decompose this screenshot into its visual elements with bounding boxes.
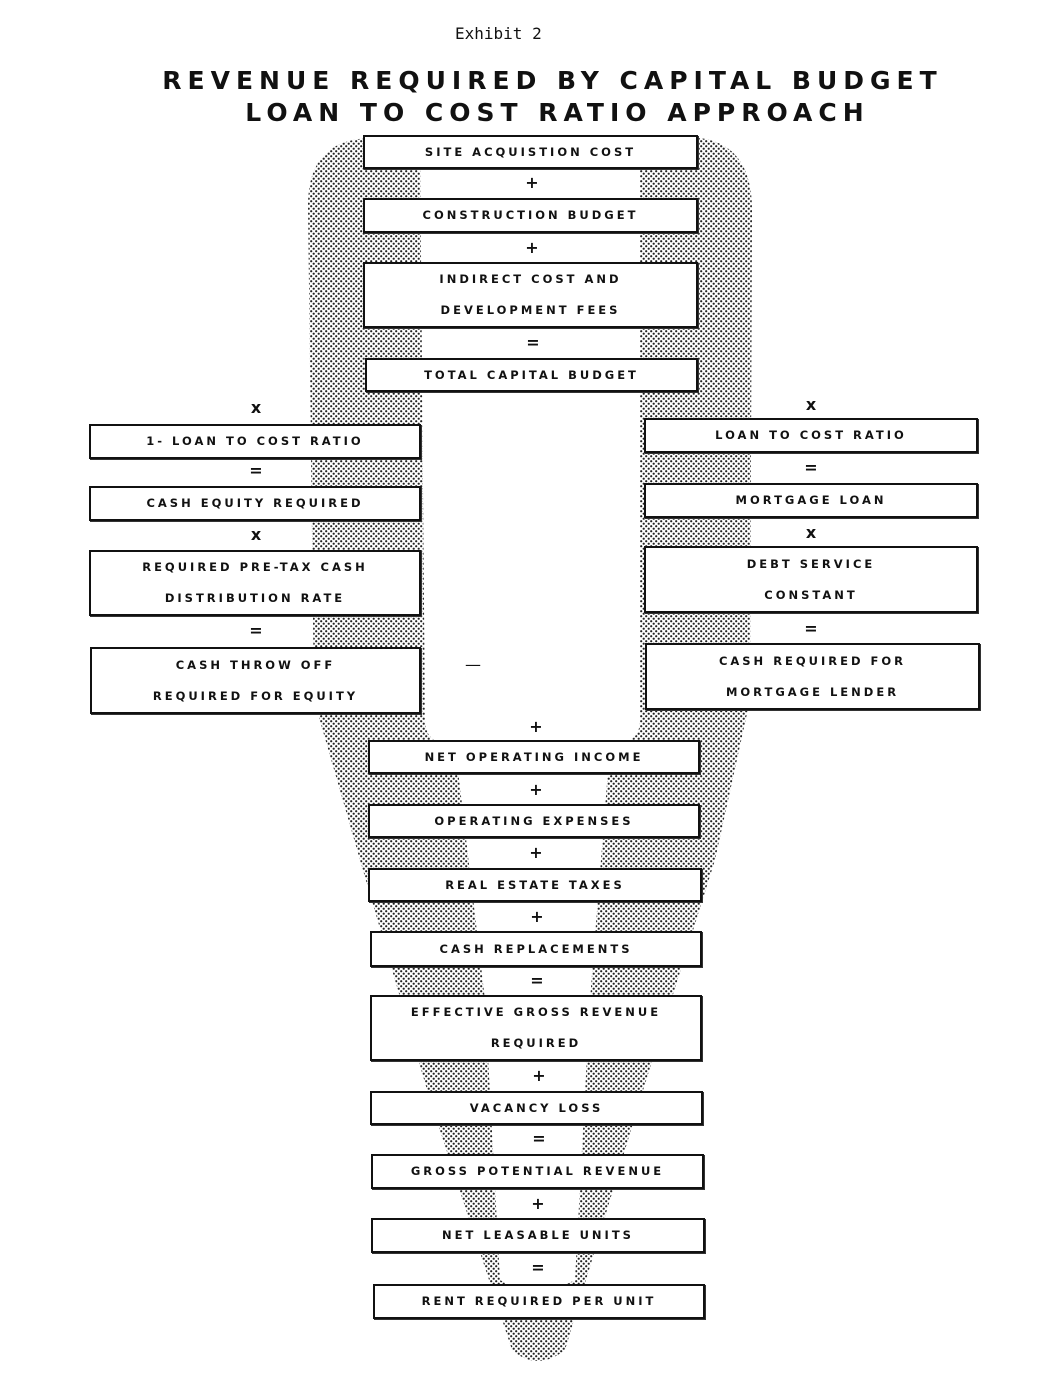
box-label: 1- LOAN TO COST RATIO <box>146 434 364 448</box>
equals-operator: = <box>532 1129 546 1148</box>
box-label: MORTGAGE LOAN <box>735 493 887 507</box>
box-label: VACANCY LOSS <box>469 1100 604 1115</box>
box-cash-replacements: CASH REPLACEMENTS <box>370 931 702 967</box>
box-label: DEBT SERVICE <box>746 556 876 571</box>
plus-operator: + <box>532 1066 546 1085</box>
multiply-operator: x <box>805 395 817 414</box>
box-label: DISTRIBUTION RATE <box>164 591 346 605</box>
multiply-operator: x <box>250 398 262 417</box>
box-effective-gross-revenue: EFFECTIVE GROSS REVENUE REQUIRED <box>370 995 702 1061</box>
equals-operator: = <box>249 621 263 640</box>
box-label: REQUIRED FOR EQUITY <box>152 688 359 703</box>
box-label: GROSS POTENTIAL REVENUE <box>410 1164 665 1178</box>
box-net-leasable-units: NET LEASABLE UNITS <box>371 1218 705 1253</box>
minus-operator: — <box>465 655 481 674</box>
box-label: DEVELOPMENT FEES <box>440 303 621 317</box>
title-line-2: LOAN TO COST RATIO APPROACH <box>245 98 870 127</box>
box-label: NET OPERATING INCOME <box>424 749 644 764</box>
box-label: MORTGAGE LENDER <box>725 684 900 699</box>
box-label: SITE ACQUISTION COST <box>424 144 637 159</box>
multiply-operator: x <box>250 525 262 544</box>
box-label: CASH EQUITY REQUIRED <box>146 496 364 510</box>
box-one-minus-ltc-ratio: 1- LOAN TO COST RATIO <box>89 424 421 459</box>
box-construction-budget: CONSTRUCTION BUDGET <box>363 198 698 233</box>
box-label: REAL ESTATE TAXES <box>445 877 625 892</box>
box-label: INDIRECT COST AND <box>439 272 622 286</box>
equals-operator: = <box>804 619 818 638</box>
multiply-operator: x <box>805 523 817 542</box>
box-cash-equity-required: CASH EQUITY REQUIRED <box>89 486 421 521</box>
box-vacancy-loss: VACANCY LOSS <box>370 1091 703 1125</box>
box-debt-service-constant: DEBT SERVICE CONSTANT <box>644 546 978 613</box>
exhibit-label: Exhibit 2 <box>455 24 542 43</box>
plus-operator: + <box>529 843 543 862</box>
box-cash-throw-off: CASH THROW OFF REQUIRED FOR EQUITY <box>90 647 421 714</box>
box-site-acquisition-cost: SITE ACQUISTION COST <box>363 135 698 169</box>
box-label: EFFECTIVE GROSS REVENUE <box>410 1005 662 1019</box>
box-label: LOAN TO COST RATIO <box>715 428 907 442</box>
equals-operator: = <box>804 458 818 477</box>
equals-operator: = <box>526 333 540 352</box>
equals-operator: = <box>249 461 263 480</box>
title-line-1: REVENUE REQUIRED BY CAPITAL BUDGET <box>162 66 943 95</box>
box-indirect-cost: INDIRECT COST AND DEVELOPMENT FEES <box>363 262 698 328</box>
box-real-estate-taxes: REAL ESTATE TAXES <box>368 868 702 902</box>
plus-operator: + <box>529 780 543 799</box>
box-mortgage-loan: MORTGAGE LOAN <box>644 483 978 518</box>
plus-operator: + <box>531 1194 545 1213</box>
equals-operator: = <box>531 1258 545 1277</box>
box-label: TOTAL CAPITAL BUDGET <box>424 367 639 382</box>
box-operating-expenses: OPERATING EXPENSES <box>368 804 700 838</box>
box-label: NET LEASABLE UNITS <box>442 1228 634 1242</box>
box-ltc-ratio: LOAN TO COST RATIO <box>644 418 978 453</box>
plus-operator: + <box>525 173 539 192</box>
box-label: CASH REQUIRED FOR <box>718 653 907 668</box>
equals-operator: = <box>530 971 544 990</box>
box-label: CASH REPLACEMENTS <box>439 941 633 956</box>
box-rent-required-per-unit: RENT REQUIRED PER UNIT <box>373 1284 705 1319</box>
plus-operator: + <box>530 907 544 926</box>
box-net-operating-income: NET OPERATING INCOME <box>368 740 700 774</box>
box-label: CASH THROW OFF <box>175 657 336 672</box>
box-label: CONSTANT <box>764 587 858 602</box>
box-total-capital-budget: TOTAL CAPITAL BUDGET <box>365 358 698 392</box>
box-label: REQUIRED <box>490 1036 582 1050</box>
box-label: CONSTRUCTION BUDGET <box>422 208 639 222</box>
box-label: OPERATING EXPENSES <box>434 813 634 828</box>
plus-operator: + <box>525 238 539 257</box>
box-gross-potential-revenue: GROSS POTENTIAL REVENUE <box>371 1154 704 1189</box>
box-label: REQUIRED PRE-TAX CASH <box>142 560 368 574</box>
box-label: RENT REQUIRED PER UNIT <box>421 1294 657 1308</box>
box-cash-for-mortgage-lender: CASH REQUIRED FOR MORTGAGE LENDER <box>645 643 980 710</box>
plus-operator: + <box>529 717 543 736</box>
box-pretax-distribution-rate: REQUIRED PRE-TAX CASH DISTRIBUTION RATE <box>89 550 421 616</box>
